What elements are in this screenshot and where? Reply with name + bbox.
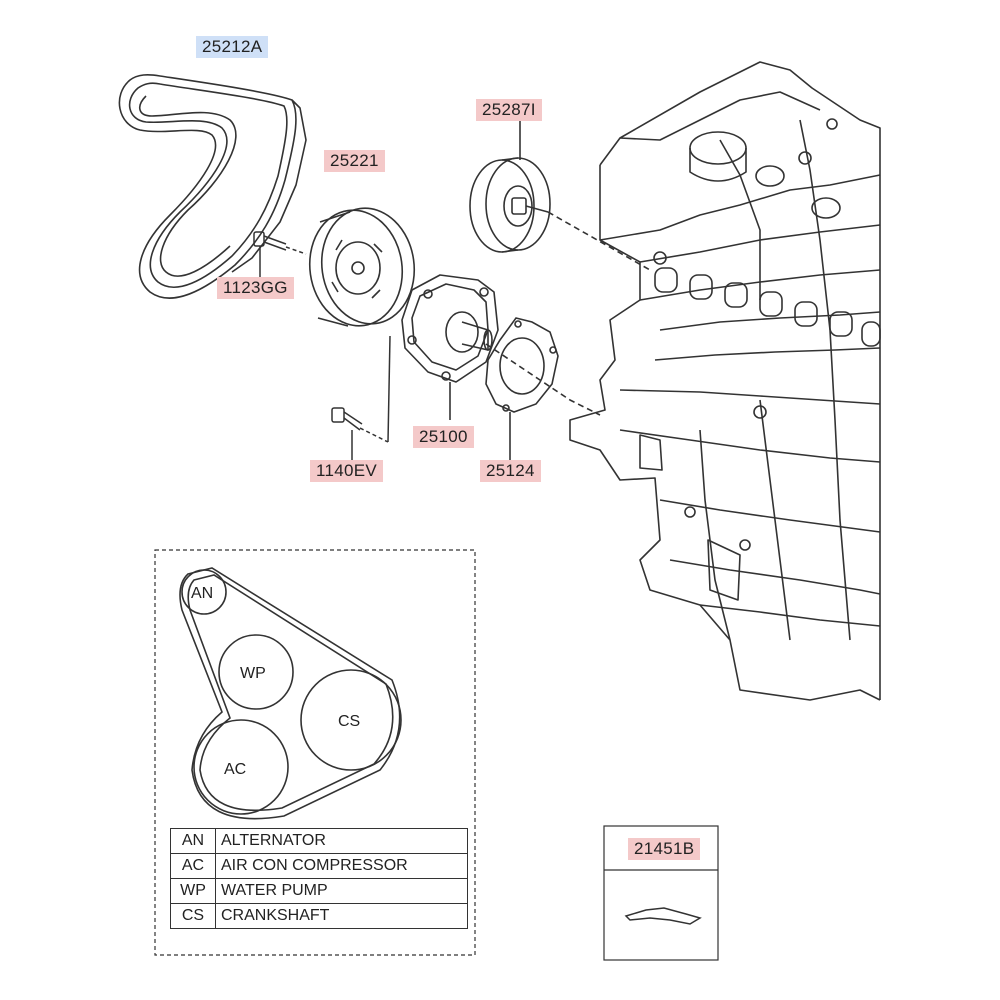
belt-legend-table: AN ALTERNATOR AC AIR CON COMPRESSOR WP W… bbox=[170, 828, 468, 929]
legend-row: AC AIR CON COMPRESSOR bbox=[170, 853, 468, 879]
drive-belt-drawing bbox=[118, 74, 307, 299]
gasket-drawing bbox=[485, 317, 559, 460]
pulley-bolt-drawing bbox=[253, 231, 307, 282]
legend-row: AN ALTERNATOR bbox=[170, 828, 468, 854]
part-label-tensioner-pulley[interactable]: 25287I bbox=[476, 99, 542, 121]
part-label-bracket[interactable]: 21451B bbox=[628, 838, 701, 860]
legend-name: CRANKSHAFT bbox=[215, 903, 468, 929]
legend-row: WP WATER PUMP bbox=[170, 878, 468, 904]
legend-code: AC bbox=[170, 853, 216, 879]
legend-code: WP bbox=[170, 878, 216, 904]
pulley-label-cs: CS bbox=[338, 713, 360, 730]
part-label-pulley-bolt[interactable]: 1123GG bbox=[217, 277, 294, 299]
part-label-idler-pulley[interactable]: 25221 bbox=[324, 150, 385, 172]
legend-code: CS bbox=[170, 903, 216, 929]
tensioner-pulley-drawing bbox=[469, 120, 651, 271]
bracket-box bbox=[603, 825, 719, 961]
pulley-label-ac: AC bbox=[224, 761, 246, 778]
belt-routing-inset: AN WP CS AC bbox=[154, 549, 476, 956]
part-label-water-pump[interactable]: 25100 bbox=[413, 426, 474, 448]
legend-row: CS CRANKSHAFT bbox=[170, 903, 468, 929]
legend-code: AN bbox=[170, 828, 216, 854]
pump-bolt-drawing bbox=[331, 335, 391, 460]
water-pump-drawing bbox=[401, 274, 601, 420]
bracket-drawing bbox=[624, 907, 702, 925]
legend-name: AIR CON COMPRESSOR bbox=[215, 853, 468, 879]
legend-name: ALTERNATOR bbox=[215, 828, 468, 854]
idler-pulley-drawing bbox=[308, 207, 416, 327]
part-label-pump-bolt[interactable]: 1140EV bbox=[310, 460, 384, 482]
pulley-label-wp: WP bbox=[240, 665, 266, 682]
part-label-belt[interactable]: 25212A bbox=[196, 36, 269, 58]
part-label-gasket[interactable]: 25124 bbox=[480, 460, 541, 482]
legend-name: WATER PUMP bbox=[215, 878, 468, 904]
pulley-label-an: AN bbox=[191, 585, 213, 602]
engine-block bbox=[569, 61, 881, 701]
